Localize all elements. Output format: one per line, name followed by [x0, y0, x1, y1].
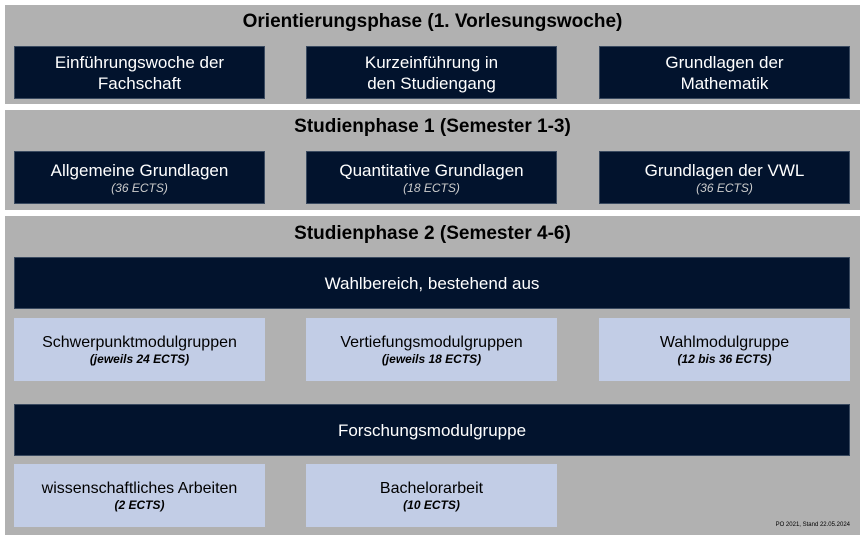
box-label: Grundlagen der VWL [644, 160, 805, 180]
box-allgemeine-grundlagen: Allgemeine Grundlagen(36 ECTS) [14, 151, 265, 204]
box-schwerpunktmodulgruppen: Schwerpunktmodulgruppen(jeweils 24 ECTS) [14, 318, 265, 381]
bar-label: Wahlbereich, bestehend aus [324, 273, 540, 293]
box-ects: (12 bis 36 ECTS) [677, 351, 772, 366]
box-vertiefungsmodulgruppen: Vertiefungsmodulgruppen(jeweils 18 ECTS) [306, 318, 557, 381]
box-label: Wahlmodulgruppe [659, 333, 790, 351]
box-label: Kurzeinführung in den Studiengang [364, 52, 499, 93]
forschungsmodulgruppe-bar: Forschungsmodulgruppe [14, 404, 850, 456]
box-ects: (jeweils 18 ECTS) [381, 351, 482, 366]
box-label: wissenschaftliches Arbeiten [41, 479, 238, 497]
box-label: Einführungswoche der Fachschaft [54, 52, 225, 93]
wahlbereich-bar: Wahlbereich, bestehend aus [14, 257, 850, 309]
box-grundlagen-mathematik: Grundlagen der Mathematik [599, 46, 850, 99]
box-label: Allgemeine Grundlagen [50, 160, 229, 180]
box-ects: (2 ECTS) [114, 497, 165, 512]
footnote: PO 2021, Stand 22.05.2024 [775, 522, 850, 528]
box-ects: (10 ECTS) [403, 497, 460, 512]
box-ects: (jeweils 24 ECTS) [89, 351, 190, 366]
box-grundlagen-vwl: Grundlagen der VWL(36 ECTS) [599, 151, 850, 204]
phase-title: Orientierungsphase (1. Vorlesungswoche) [242, 11, 623, 32]
box-bachelorarbeit: Bachelorarbeit(10 ECTS) [306, 464, 557, 527]
box-label: Bachelorarbeit [379, 479, 484, 497]
box-wissenschaftliches-arbeiten: wissenschaftliches Arbeiten(2 ECTS) [14, 464, 265, 527]
phase-title: Studienphase 1 (Semester 1-3) [294, 116, 571, 137]
box-label: Grundlagen der Mathematik [665, 52, 784, 93]
box-kurzeinfuehrung: Kurzeinführung in den Studiengang [306, 46, 557, 99]
box-ects: (36 ECTS) [696, 180, 753, 195]
box-label: Vertiefungsmodulgruppen [340, 333, 523, 351]
box-wahlmodulgruppe: Wahlmodulgruppe(12 bis 36 ECTS) [599, 318, 850, 381]
box-einfuehrungswoche: Einführungswoche der Fachschaft [14, 46, 265, 99]
phase-title: Studienphase 2 (Semester 4-6) [294, 223, 571, 244]
box-quantitative-grundlagen: Quantitative Grundlagen(18 ECTS) [306, 151, 557, 204]
box-label: Quantitative Grundlagen [339, 160, 524, 180]
box-ects: (18 ECTS) [403, 180, 460, 195]
box-label: Schwerpunktmodulgruppen [42, 333, 237, 351]
bar-label: Forschungsmodulgruppe [337, 420, 527, 440]
box-ects: (36 ECTS) [111, 180, 168, 195]
